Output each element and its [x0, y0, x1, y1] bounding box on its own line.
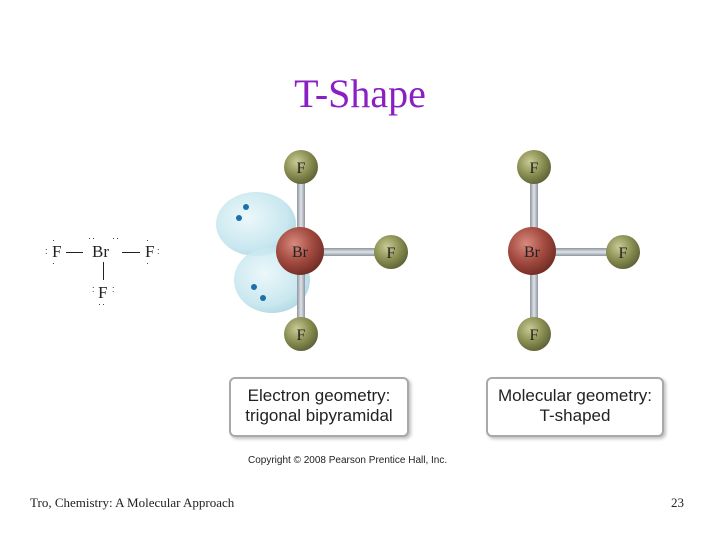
molecular-geometry-title: Molecular geometry: [497, 386, 652, 405]
fluorine-atom-bottom [517, 317, 551, 351]
lone-pair-dots: ·· [98, 299, 106, 309]
copyright-notice: Copyright © 2008 Pearson Prentice Hall, … [248, 455, 448, 466]
footer-source: Tro, Chemistry: A Molecular Approach [30, 495, 235, 510]
bromine-label: Br [292, 244, 309, 261]
fluorine-atom-right [606, 235, 640, 269]
lewis-bond-bottom [103, 262, 104, 280]
lone-pair-dots: ·· [112, 233, 120, 243]
page-number: 23 [671, 495, 684, 510]
lone-pair-dots: : [45, 246, 49, 256]
lone-pair-dots: : [92, 284, 96, 294]
lewis-bromine: Br [92, 242, 109, 261]
fluorine-atom-bottom [284, 317, 318, 351]
bromine-atom [508, 227, 556, 275]
lewis-fluorine-left: F [52, 242, 62, 261]
fluorine-label-bottom: F [297, 327, 306, 344]
lone-pair-lobe [216, 192, 296, 256]
electron-geometry-label: Electron geometry: trigonal bipyramidal [229, 377, 409, 437]
lone-pair-electron [260, 295, 266, 301]
lone-pair-dots: : [112, 284, 116, 294]
electron-geometry-model: F F F Br [216, 150, 408, 351]
molecular-geometry-label: Molecular geometry: T-shaped [486, 377, 664, 437]
fluorine-label-bottom: F [530, 327, 539, 344]
lewis-fluorine-right: F [145, 242, 155, 261]
fluorine-label-right: F [387, 245, 396, 262]
fluorine-atom-top [517, 150, 551, 184]
fluorine-label-top: F [297, 160, 306, 177]
lone-pair-dots: ·· [88, 233, 96, 243]
fluorine-atom-top [284, 150, 318, 184]
slide-title: T-Shape [294, 71, 426, 116]
bromine-label: Br [524, 244, 541, 261]
bromine-atom [276, 227, 324, 275]
bond [533, 248, 623, 256]
lone-pair-dots: · [146, 235, 150, 245]
lewis-bond-left [66, 252, 83, 253]
fluorine-label-right: F [619, 245, 628, 262]
lone-pair-dots: · [146, 258, 150, 268]
lone-pair-dots: · [52, 258, 56, 268]
molecular-geometry-value: T-shaped [539, 406, 611, 425]
lewis-fluorine-bottom: F [98, 283, 108, 302]
lone-pair-dots: : [157, 246, 161, 256]
electron-geometry-value: trigonal bipyramidal [245, 406, 393, 425]
bond [300, 248, 390, 256]
lewis-bond-right [122, 252, 140, 253]
molecular-geometry-model: F F F Br [508, 150, 640, 351]
electron-geometry-title: Electron geometry: [247, 386, 391, 405]
fluorine-atom-right [374, 235, 408, 269]
lone-pair-dots: · [52, 235, 56, 245]
fluorine-label-top: F [530, 160, 539, 177]
lone-pair-electron [251, 284, 257, 290]
lone-pair-electron [243, 204, 249, 210]
lone-pair-electron [236, 215, 242, 221]
